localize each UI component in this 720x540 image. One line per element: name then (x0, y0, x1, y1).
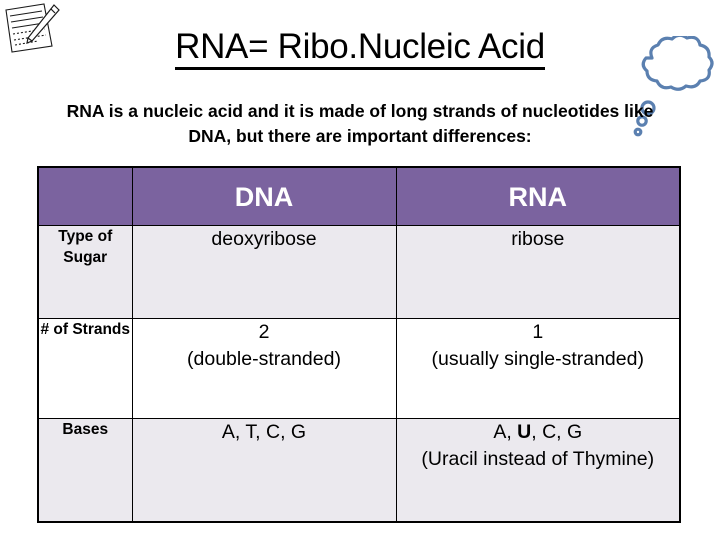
slide-subtitle: RNA is a nucleic acid and it is made of … (66, 101, 654, 146)
cell-rna-bases-list: A, U, C, G (397, 419, 680, 446)
cell-dna-sugar: deoxyribose (131, 225, 397, 319)
notepad-with-pen-icon (2, 1, 64, 55)
cell-rna-sugar: ribose (395, 225, 681, 319)
thought-bubble-icon (622, 33, 718, 146)
cell-rna-strands-count: 1 (532, 321, 544, 343)
cell-dna-bases: A, T, C, G (131, 418, 397, 523)
cell-rna-strands: 1 (usually single-stranded) (395, 318, 681, 419)
cell-rna-strands-note: (usually single-stranded) (431, 348, 644, 370)
cell-dna-strands-note: (double-stranded) (187, 348, 341, 370)
dna-rna-comparison-table: DNA RNA Type of Sugar deoxyribose ribose… (37, 166, 681, 523)
table-row: # of Strands 2 (double-stranded) 1 (usua… (37, 318, 681, 419)
row-label-bases: Bases (37, 418, 133, 523)
table-row: Bases A, T, C, G A, U, C, G (Uracil inst… (37, 418, 681, 523)
cell-dna-strands: 2 (double-stranded) (131, 318, 397, 419)
page-title: RNA= Ribo.Nucleic Acid (0, 27, 720, 70)
page-title-text: RNA= Ribo.Nucleic Acid (175, 27, 545, 70)
row-label-type-of-sugar: Type of Sugar (37, 225, 133, 319)
table-header-row: DNA RNA (37, 166, 681, 226)
column-header-rna: RNA (395, 166, 681, 226)
column-header-dna: DNA (131, 166, 397, 226)
cell-rna-bases: A, U, C, G (Uracil instead of Thymine) (395, 418, 681, 523)
table-row: Type of Sugar deoxyribose ribose (37, 225, 681, 319)
rna-bases-pre: A, (493, 421, 518, 443)
row-label-number-of-strands: # of Strands (37, 318, 133, 419)
rna-base-uracil: U (517, 421, 532, 443)
rna-bases-post: , C, G (531, 421, 583, 443)
table-corner-cell (37, 166, 133, 226)
cell-rna-bases-note: (Uracil instead of Thymine) (421, 448, 655, 470)
cell-dna-strands-count: 2 (258, 321, 270, 343)
